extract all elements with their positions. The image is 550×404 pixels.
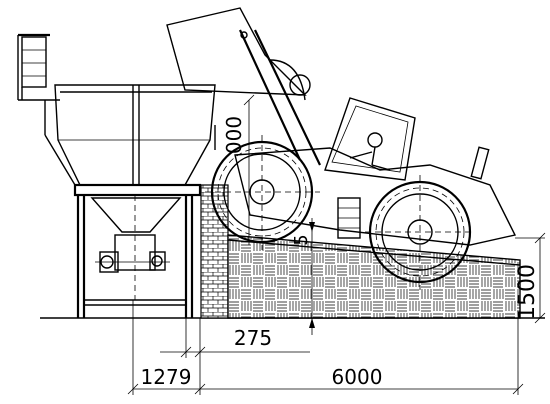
front-wheel [210,140,314,244]
dim-clearance-partial: 5 [291,234,312,245]
hopper [17,33,216,318]
dim-vertical-partial: 000 [222,116,246,154]
dim-ramp-height: 1500 [515,264,540,320]
wheel-loader [166,7,517,290]
dim-hopper-offset: 1279 [141,365,192,389]
loading-ramp [227,234,521,319]
dimension-lines [127,94,546,395]
dim-ramp-length: 6000 [332,365,383,389]
dim-wall-gap: 275 [234,326,272,350]
